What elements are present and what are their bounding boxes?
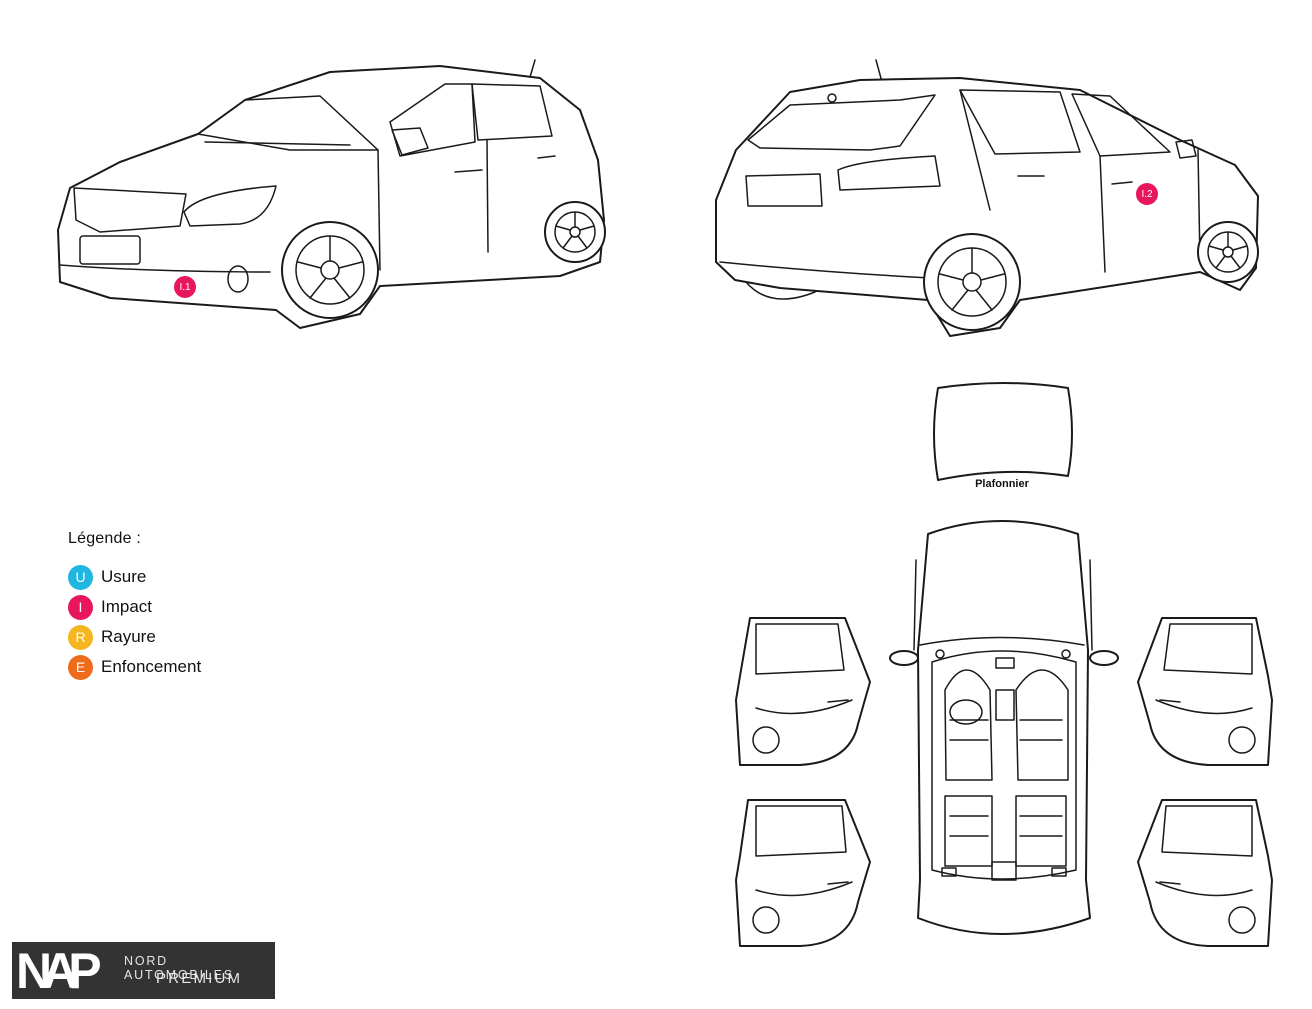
rayure-badge: R	[68, 624, 93, 650]
door-front-right[interactable]	[1137, 617, 1273, 766]
legend-label-enfoncement: Enfoncement	[101, 657, 202, 676]
legend: Légende : U Usure I Impact R Rayure E En…	[68, 530, 201, 682]
car-rear-view[interactable]	[715, 59, 1259, 337]
logo-company-name: NORD AUTOMOBILES	[124, 954, 234, 982]
impact-badge: I	[68, 594, 93, 620]
door-front-left[interactable]	[735, 617, 871, 766]
legend-item-usure: U Usure	[68, 562, 201, 592]
car-roof-view[interactable]	[933, 382, 1073, 481]
door-rear-left[interactable]	[735, 799, 871, 947]
door-rear-right[interactable]	[1137, 799, 1273, 947]
car-front-view[interactable]	[57, 59, 606, 329]
car-top-view[interactable]	[889, 520, 1119, 935]
logo-mark: NAP	[16, 943, 102, 999]
legend-title: Légende :	[68, 530, 141, 547]
roof-view-label: Plafonnier	[975, 478, 1029, 490]
legend-label-rayure: Rayure	[101, 627, 156, 646]
damage-marker-impact-1[interactable]: I.1	[174, 276, 196, 298]
usure-badge: U	[68, 564, 93, 590]
enfoncement-badge: E	[68, 654, 93, 680]
logo-company-tagline: PREMIUM	[156, 970, 243, 987]
legend-label-usure: Usure	[101, 567, 147, 586]
legend-item-impact: I Impact	[68, 592, 201, 622]
legend-item-enfoncement: E Enfoncement	[68, 652, 201, 682]
company-logo: NAP NORD AUTOMOBILES PREMIUM	[12, 942, 275, 999]
legend-item-rayure: R Rayure	[68, 622, 201, 652]
damage-marker-impact-2[interactable]: I.2	[1136, 183, 1158, 205]
legend-label-impact: Impact	[101, 597, 153, 616]
